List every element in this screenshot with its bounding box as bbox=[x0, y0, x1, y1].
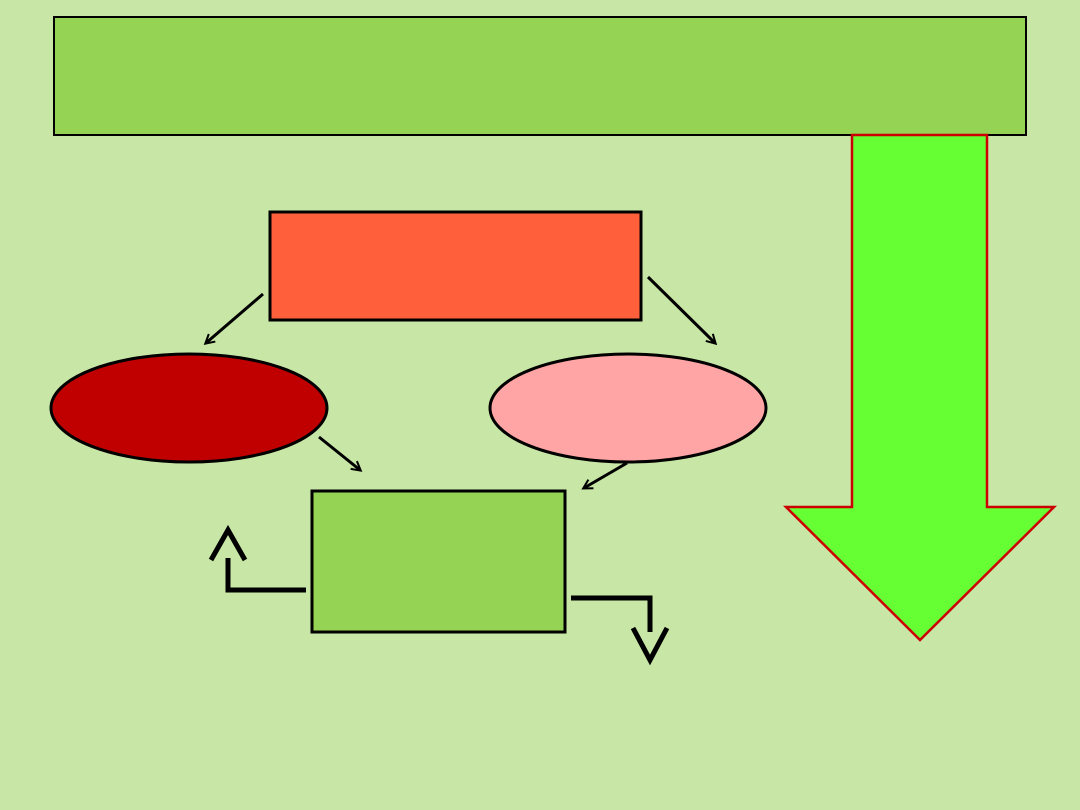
title-banner bbox=[53, 16, 1027, 136]
bottom-box bbox=[310, 489, 567, 634]
right-ellipse bbox=[488, 352, 768, 464]
big-down-arrow bbox=[782, 133, 1058, 642]
arrow-top-to-left-ellipse bbox=[206, 292, 264, 343]
left-ellipse bbox=[49, 352, 329, 464]
arrow-top-to-right-ellipse bbox=[646, 275, 715, 343]
arrow-right-ellipse-to-bottom-box bbox=[584, 461, 628, 488]
bent-up-arrow bbox=[208, 524, 306, 593]
arrow-left-ellipse-to-bottom-box bbox=[318, 435, 360, 470]
top-box bbox=[268, 210, 643, 322]
bent-down-arrow bbox=[571, 595, 670, 666]
